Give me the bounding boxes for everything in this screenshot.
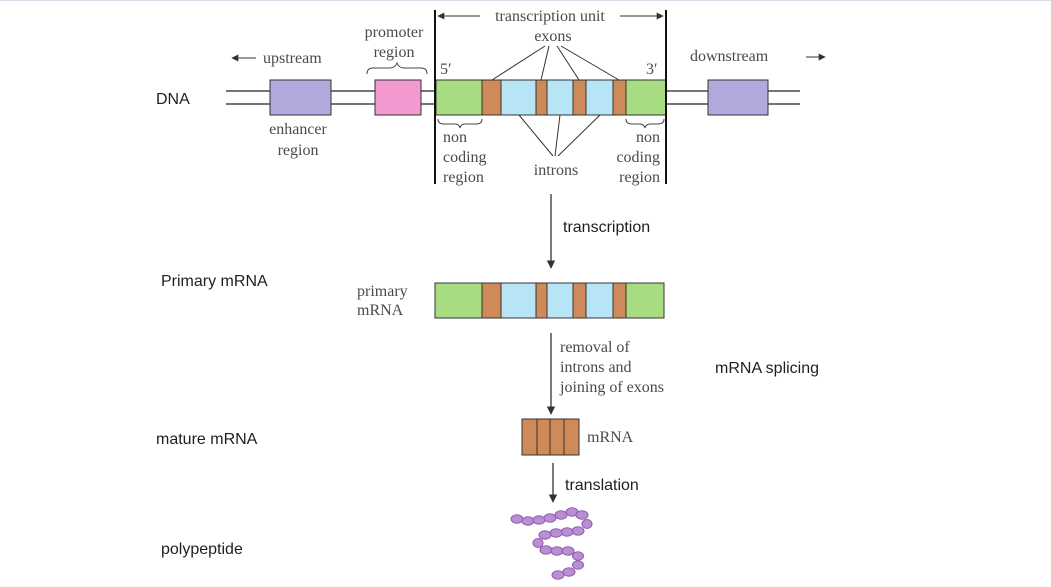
intron-block bbox=[585, 282, 614, 319]
noncoding-right-brace bbox=[625, 118, 665, 129]
downstream-label: downstream bbox=[690, 48, 769, 65]
translation-step-label: translation bbox=[565, 477, 639, 494]
exon-block bbox=[572, 282, 587, 319]
transcription-unit-blocks bbox=[435, 79, 667, 116]
intron-block bbox=[546, 79, 574, 116]
intron-block bbox=[500, 79, 537, 116]
exon-block bbox=[549, 418, 565, 456]
noncoding-right-label-line-2: coding bbox=[616, 149, 660, 166]
transcription-unit-label: transcription unit bbox=[495, 8, 605, 25]
mature-mrna-strand bbox=[521, 418, 580, 456]
primary-mrna-label-line-2: mRNA bbox=[357, 302, 404, 319]
intron-block bbox=[585, 79, 614, 116]
exon-block bbox=[535, 79, 548, 116]
noncoding-left-label-line-2: coding bbox=[443, 149, 487, 166]
top-border bbox=[0, 0, 1051, 1]
exon-block bbox=[535, 282, 548, 319]
exon-block bbox=[612, 79, 627, 116]
primary-mrna-strand bbox=[434, 282, 665, 319]
noncoding-right-block bbox=[625, 282, 665, 319]
exon-block bbox=[481, 282, 502, 319]
dna-step-label: DNA bbox=[156, 91, 190, 108]
promoter-label-line-2: region bbox=[374, 44, 415, 61]
exon-block bbox=[481, 79, 502, 116]
introns-label: introns bbox=[534, 162, 578, 179]
mature-mrna-step-label: mature mRNA bbox=[156, 431, 258, 448]
removal-label-line-1: removal of bbox=[560, 339, 630, 356]
exon-block bbox=[536, 418, 551, 456]
transcription-step-label: transcription bbox=[563, 219, 650, 236]
promoter-label-line-1: promoter bbox=[365, 24, 424, 41]
exon-block bbox=[521, 418, 538, 456]
exons-label: exons bbox=[534, 28, 571, 45]
downstream-box bbox=[707, 79, 769, 116]
intron-block bbox=[546, 282, 574, 319]
upstream-label: upstream bbox=[263, 50, 322, 67]
polypeptide-chain bbox=[510, 507, 593, 580]
enhancer-box bbox=[269, 79, 332, 116]
noncoding-left-brace bbox=[437, 118, 483, 129]
noncoding-left-block bbox=[435, 79, 483, 116]
primary-mrna-label-line-1: primary bbox=[357, 283, 408, 300]
promoter-box bbox=[374, 79, 422, 116]
noncoding-left-block bbox=[434, 282, 483, 319]
noncoding-left-label-line-3: region bbox=[443, 169, 484, 186]
noncoding-right-block bbox=[625, 79, 667, 116]
polypeptide-step-label: polypeptide bbox=[161, 541, 243, 558]
noncoding-right-label-line-1: non bbox=[636, 129, 660, 146]
intron-block bbox=[500, 282, 537, 319]
enhancer-label-line-2: region bbox=[278, 142, 319, 159]
primary-mrna-step-label: Primary mRNA bbox=[161, 273, 268, 290]
exon-block bbox=[563, 418, 580, 456]
mrna-label: mRNA bbox=[587, 429, 634, 446]
intron-pointer-lines bbox=[518, 114, 601, 157]
exon-block bbox=[612, 282, 627, 319]
removal-label-line-3: joining of exons bbox=[559, 379, 664, 396]
three-prime-label: 3′ bbox=[646, 61, 658, 78]
noncoding-left-label-line-1: non bbox=[443, 129, 467, 146]
noncoding-right-label-line-3: region bbox=[619, 169, 660, 186]
exon-block bbox=[572, 79, 587, 116]
splicing-step-label: mRNA splicing bbox=[715, 360, 819, 377]
exon-pointer-lines bbox=[491, 45, 620, 81]
promoter-brace bbox=[366, 61, 428, 75]
five-prime-label: 5′ bbox=[440, 61, 452, 78]
removal-label-line-2: introns and bbox=[560, 359, 632, 376]
enhancer-label-line-1: enhancer bbox=[269, 121, 327, 138]
